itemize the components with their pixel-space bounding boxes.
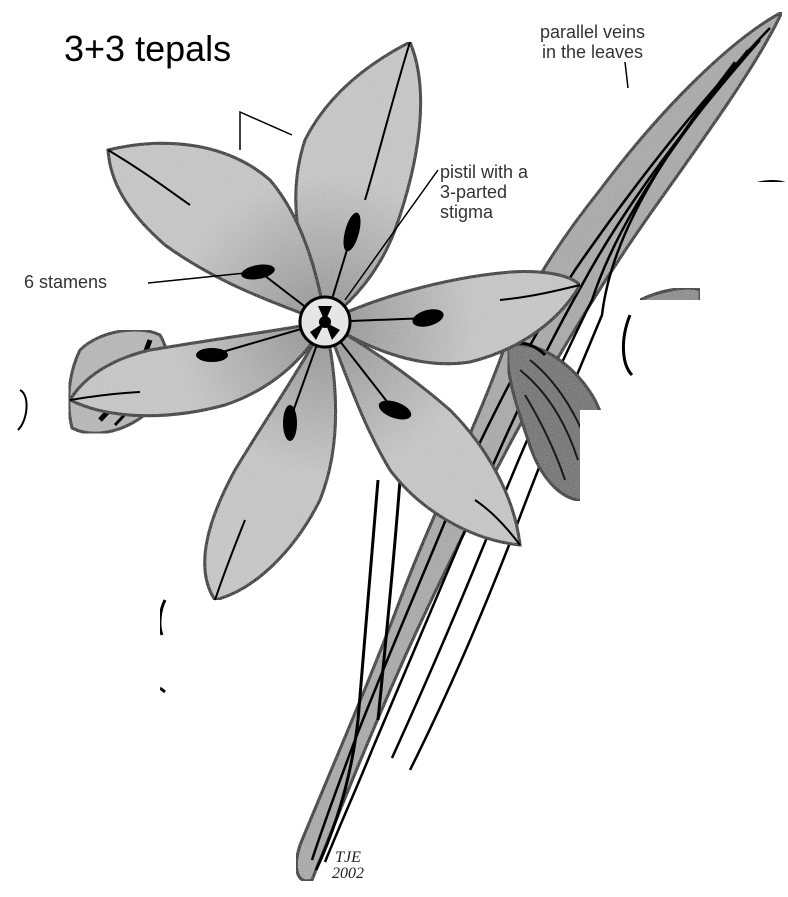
white-cutout-right-mid2 — [636, 300, 788, 412]
white-cutout-top-left — [0, 0, 60, 108]
white-cutout-bottom-left — [0, 460, 160, 892]
label-pistil-line1: pistil with a — [440, 162, 528, 182]
pistil-stigma — [300, 297, 350, 347]
label-parallel-veins: parallel veins in the leaves — [540, 22, 645, 62]
signature-year: 2002 — [332, 866, 364, 882]
label-stamens: 6 stamens — [24, 272, 107, 292]
label-pistil-line2: 3-parted — [440, 182, 528, 202]
signature-initials: TJE — [332, 850, 364, 866]
artist-signature: TJE 2002 — [332, 850, 364, 882]
label-pistil-line3: stigma — [440, 202, 528, 222]
white-cutout-right-upper — [700, 182, 788, 302]
white-cutout-right-middle — [580, 410, 788, 892]
label-veins-line1: parallel veins — [540, 22, 645, 42]
label-veins-line2: in the leaves — [540, 42, 645, 62]
diagram-title: 3+3 tepals — [64, 28, 231, 70]
cropped-fragments — [160, 600, 165, 692]
label-pistil: pistil with a 3-parted stigma — [440, 162, 528, 222]
